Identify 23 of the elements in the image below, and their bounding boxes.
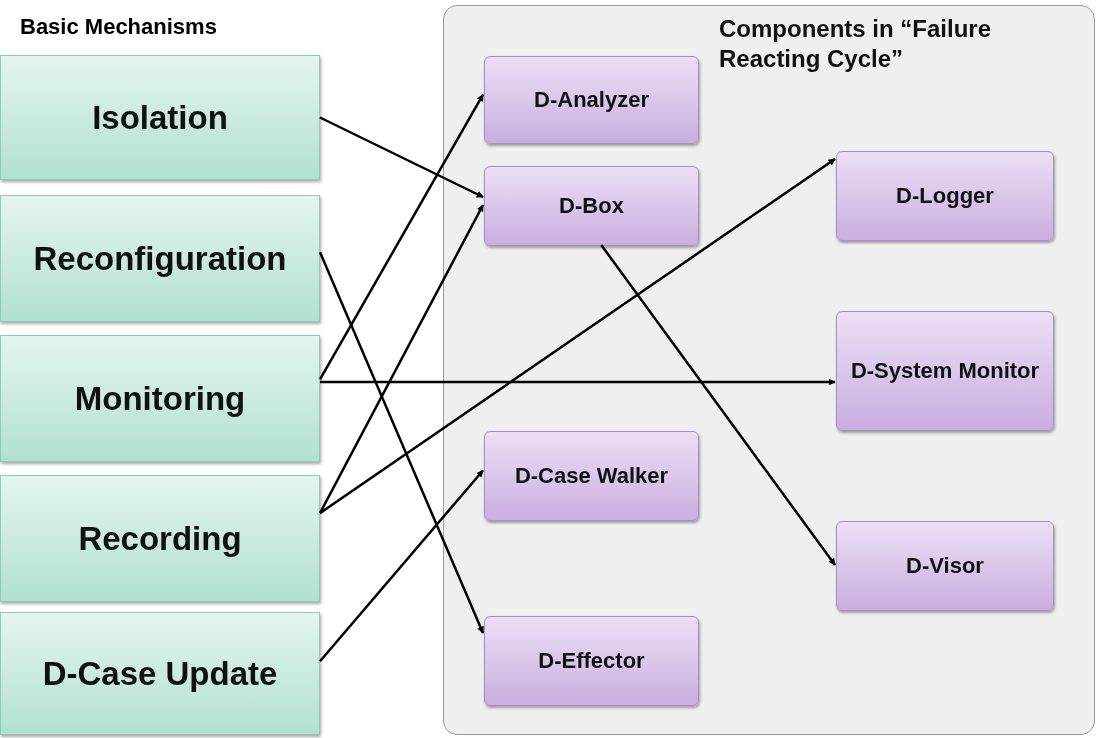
component-box: D-Case Walker	[484, 431, 699, 521]
mechanism-box: Reconfiguration	[0, 195, 320, 322]
mechanism-box: Recording	[0, 475, 320, 602]
arrow	[318, 93, 485, 381]
arrow	[319, 157, 836, 515]
component-box: D-System Monitor	[836, 311, 1054, 431]
arrow	[318, 251, 485, 634]
component-box: D-Visor	[836, 521, 1054, 611]
component-box: D-Box	[484, 166, 699, 246]
column-heading: Basic Mechanisms	[20, 14, 217, 40]
mechanism-box: Monitoring	[0, 335, 320, 462]
arrow	[600, 244, 836, 566]
arrow	[318, 204, 485, 514]
group-panel	[443, 5, 1095, 735]
arrow	[320, 378, 836, 386]
component-box: D-Logger	[836, 151, 1054, 241]
component-box: D-Effector	[484, 616, 699, 706]
arrow	[319, 469, 484, 662]
arrow	[319, 116, 484, 199]
panel-heading: Components in “Failure Reacting Cycle”	[719, 14, 992, 74]
component-box: D-Analyzer	[484, 56, 699, 144]
mechanism-box: Isolation	[0, 55, 320, 180]
mechanism-box: D-Case Update	[0, 612, 320, 735]
